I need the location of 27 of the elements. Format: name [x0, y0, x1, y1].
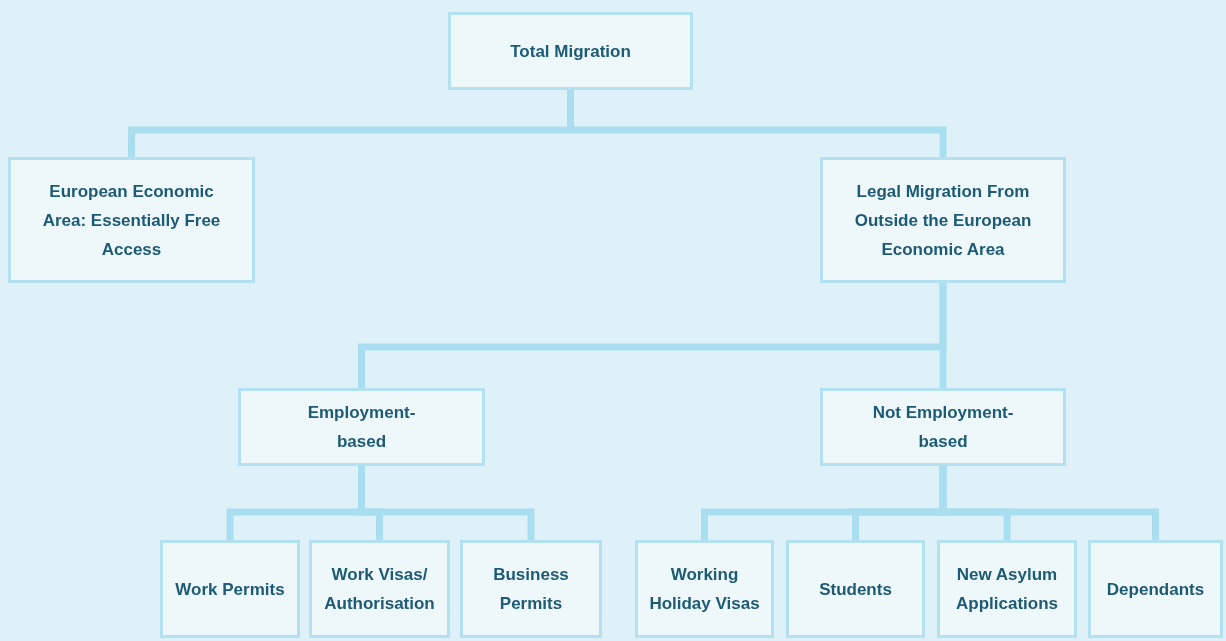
- category-label: Total Migration: [510, 40, 631, 63]
- category-label: Students: [819, 578, 892, 601]
- category-label: Employment-based: [306, 402, 417, 453]
- category-label: Business Permits: [492, 564, 570, 615]
- category-box: [635, 540, 774, 638]
- category-label: European Economic Area: Essentially Free Access: [41, 180, 222, 261]
- category-box: [448, 12, 693, 90]
- connector-line: [358, 466, 535, 540]
- category-label: Legal Migration From Outside the European Economic Area: [853, 180, 1033, 261]
- category-box: [820, 157, 1066, 283]
- category-box: [309, 540, 450, 638]
- category-box: [820, 388, 1066, 466]
- category-label: New Asylum Applications: [955, 564, 1059, 615]
- category-box: [460, 540, 602, 638]
- category-label: Dependants: [1106, 578, 1205, 601]
- connector-line: [939, 283, 947, 388]
- category-label: Work Permits: [175, 578, 285, 601]
- category-label: Working Holiday Visas: [648, 564, 761, 615]
- category-box: [937, 540, 1077, 638]
- category-label: Work Visas/ Authorisation: [323, 564, 436, 615]
- category-box: [238, 388, 485, 466]
- category-box: [786, 540, 925, 638]
- category-box: [8, 157, 255, 283]
- category-label: Not Employment-based: [871, 402, 1015, 453]
- category-box: [160, 540, 300, 638]
- category-box: [1088, 540, 1223, 638]
- connector-line: [939, 466, 1159, 540]
